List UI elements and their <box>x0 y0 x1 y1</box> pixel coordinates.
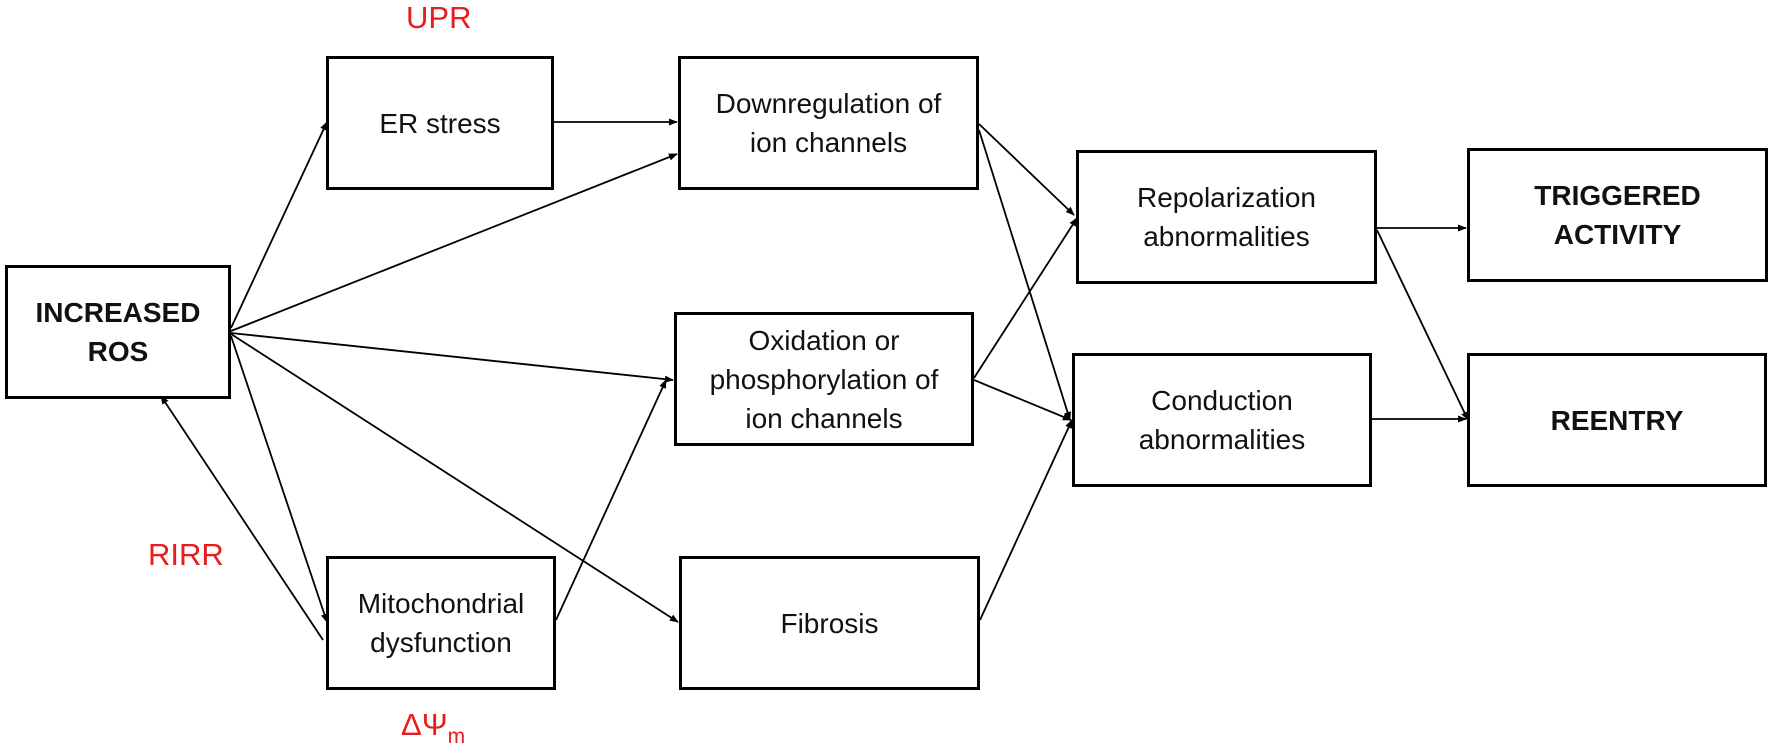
node-fibrosis: Fibrosis <box>679 556 980 690</box>
node-increased-ros: INCREASED ROS <box>5 265 231 399</box>
node-mitochondrial-dysfunction: Mitochondrial dysfunction <box>326 556 556 690</box>
edge-oxidation-to-repolarization <box>973 217 1078 379</box>
delta-psi-subscript: m <box>447 725 466 748</box>
node-reentry: REENTRY <box>1467 353 1767 487</box>
node-er-stress: ER stress <box>326 56 554 190</box>
delta-psi-symbol: ΔΨ <box>401 707 448 742</box>
edge-ros-to-fibrosis <box>230 333 679 623</box>
label-delta-psi-m: ΔΨm <box>401 707 465 749</box>
label-rirr: RIRR <box>148 537 224 572</box>
node-downregulation-of-ion-channels: Downregulation of ion channels <box>678 56 979 190</box>
edge-repolarization-to-reentry <box>1376 229 1469 421</box>
edge-ros-to-er-stress <box>230 121 328 329</box>
node-triggered-activity: TRIGGERED ACTIVITY <box>1467 148 1768 282</box>
edge-mitochondrial-to-oxidation <box>555 379 667 621</box>
edge-downregulation-to-conduction <box>978 129 1072 421</box>
label-upr: UPR <box>406 0 472 35</box>
edge-ros-to-mitochondrial <box>230 335 328 623</box>
edge-ros-to-downregulation <box>230 153 678 332</box>
edge-oxidation-to-conduction <box>973 379 1072 421</box>
edge-mitochondrial-to-ros <box>160 395 324 641</box>
edge-downregulation-to-repolarization <box>978 123 1075 216</box>
node-conduction-abnormalities: Conduction abnormalities <box>1072 353 1372 487</box>
node-repolarization-abnormalities: Repolarization abnormalities <box>1076 150 1377 284</box>
node-oxidation-or-phosphorylation: Oxidation or phosphorylation of ion chan… <box>674 312 974 446</box>
edge-fibrosis-to-conduction <box>979 419 1073 621</box>
edge-ros-to-oxidation <box>230 332 674 383</box>
